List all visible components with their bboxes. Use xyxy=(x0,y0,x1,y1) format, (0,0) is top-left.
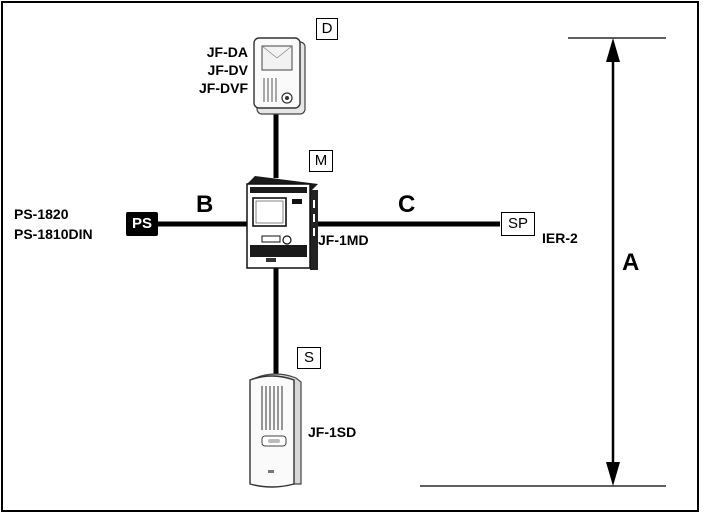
door-station-model-3: JF-DVF xyxy=(199,80,248,96)
power-supply-model-2: PS-1810DIN xyxy=(14,226,93,242)
sub-box-label: S xyxy=(297,347,321,369)
door-box-label: D xyxy=(316,18,338,40)
sub-station-model: JF-1SD xyxy=(308,424,357,440)
dimension-a-arrow-down xyxy=(606,462,620,486)
distance-label-a: A xyxy=(622,249,640,276)
diagram-frame xyxy=(1,1,699,512)
master-station-device xyxy=(246,176,318,270)
master-box-label: M xyxy=(309,150,333,172)
power-supply-box-label: PS xyxy=(126,212,158,236)
master-station-model: JF-1MD xyxy=(318,232,369,248)
power-supply-model-1: PS-1820 xyxy=(14,206,69,222)
door-station-model-2: JF-DV xyxy=(207,62,248,78)
dimension-a-arrow-up xyxy=(606,38,620,62)
sub-station-device xyxy=(249,373,302,488)
door-station-model-1: JF-DA xyxy=(206,44,248,60)
speaker-box-label: SP xyxy=(501,212,535,236)
door-station-device xyxy=(253,37,306,115)
distance-label-b: B xyxy=(196,191,214,218)
distance-label-c: C xyxy=(398,191,416,218)
speaker-model: IER-2 xyxy=(542,230,578,246)
